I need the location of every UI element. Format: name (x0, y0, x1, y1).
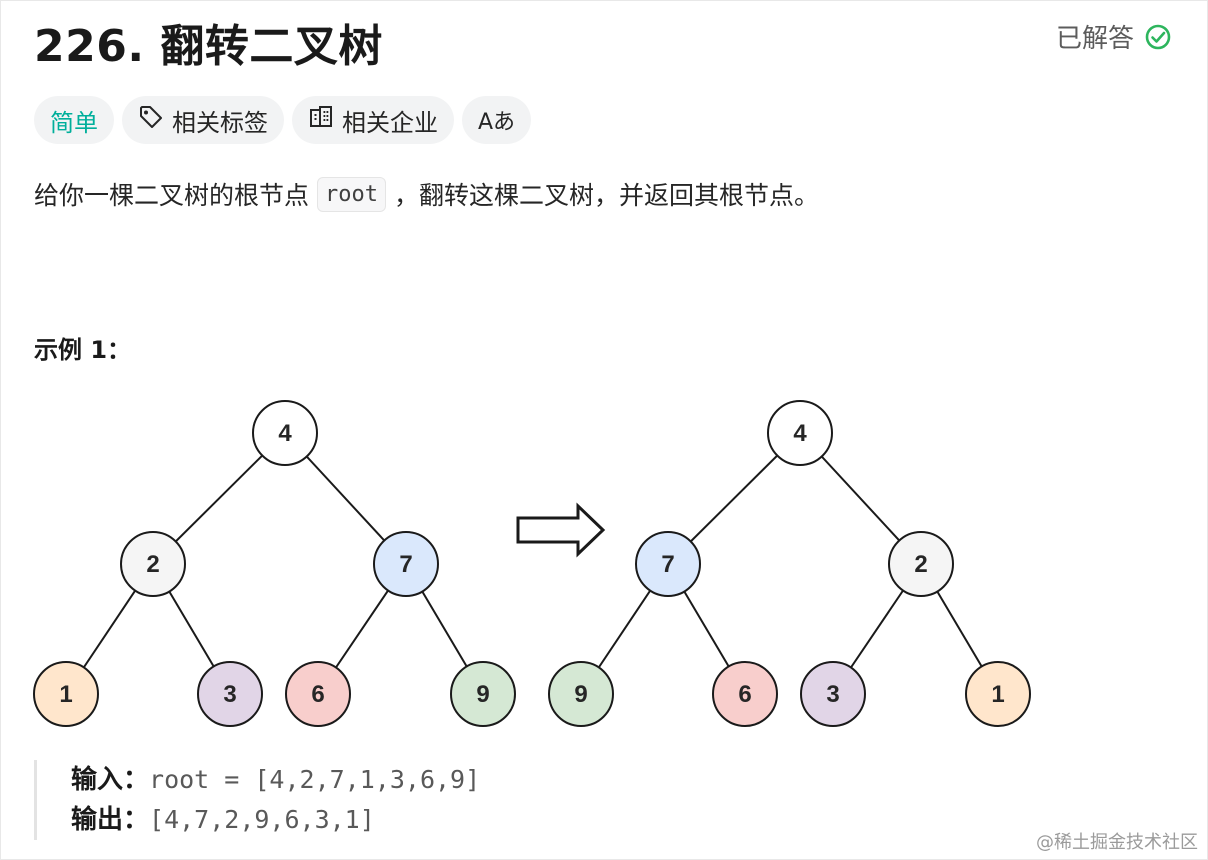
example-io-block: 输入：root = [4,2,7,1,3,6,9] 输出：[4,7,2,9,6,… (34, 760, 480, 840)
output-value: [4,7,2,9,6,3,1] (149, 805, 375, 834)
related-topics-label: 相关标签 (172, 108, 268, 137)
check-circle-icon (1144, 23, 1172, 51)
solved-status: 已解答 (1056, 18, 1172, 55)
solved-label: 已解答 (1055, 24, 1134, 54)
left-tree: 4 2 7 1 3 6 9 (33, 400, 516, 727)
node-label: 9 (574, 681, 587, 708)
problem-header: 226. 翻转二叉树 已解答 (34, 8, 1172, 72)
output-label: 输出： (71, 805, 150, 835)
tree-node (965, 661, 1031, 727)
tree-node (33, 661, 99, 727)
inline-code-root: root (317, 176, 386, 212)
right-tree: 4 7 2 9 6 3 1 (548, 400, 1031, 727)
node-label: 1 (991, 681, 1004, 708)
difficulty-label: 简单 (50, 108, 98, 137)
node-label: 6 (738, 681, 751, 708)
tree-node (252, 400, 318, 466)
example-input: 输入：root = [4,2,7,1,3,6,9] (71, 760, 480, 800)
node-label: 7 (399, 551, 412, 578)
difficulty-tag[interactable]: 简单 (34, 96, 114, 144)
node-label: 3 (826, 681, 839, 708)
related-companies-label: 相关企业 (342, 108, 438, 137)
watermark: @稀土掘金技术社区 (1036, 832, 1198, 853)
tag-icon (138, 104, 164, 136)
example-title: 示例 1： (34, 336, 132, 364)
node-label: 4 (793, 420, 807, 447)
tree-node (635, 531, 701, 597)
description-text-after: ，翻转这棵二叉树，并返回其根节点。 (394, 181, 820, 210)
tree-node (373, 531, 439, 597)
node-label: 3 (223, 681, 236, 708)
building-icon (308, 104, 334, 136)
tree-node (548, 661, 614, 727)
tree-diagram: 4 2 7 1 3 6 9 4 7 2 9 6 3 1 (33, 400, 1031, 727)
tree-node (197, 661, 263, 727)
tree-node (450, 661, 516, 727)
node-label: 7 (661, 551, 674, 578)
node-label: 4 (278, 420, 292, 447)
tree-node (800, 661, 866, 727)
node-label: 2 (146, 551, 159, 578)
translate-icon: Aあ (478, 110, 516, 135)
arrow-right-icon (516, 502, 606, 558)
input-label: 输入： (71, 765, 150, 795)
problem-description: 给你一棵二叉树的根节点 root ，翻转这棵二叉树，并返回其根节点。 (34, 176, 819, 212)
tree-node (888, 531, 954, 597)
node-label: 6 (311, 681, 324, 708)
example-output: 输出：[4,7,2,9,6,3,1] (71, 800, 480, 840)
tree-node (120, 531, 186, 597)
related-companies-button[interactable]: 相关企业 (292, 96, 454, 144)
description-text-before: 给你一棵二叉树的根节点 (34, 181, 310, 210)
node-label: 2 (914, 551, 927, 578)
tag-row: 简单 相关标签 相关企业 Aあ (34, 96, 532, 144)
tree-node (767, 400, 833, 466)
font-toggle-button[interactable]: Aあ (462, 96, 532, 144)
tree-node (712, 661, 778, 727)
input-value: root = [4,2,7,1,3,6,9] (149, 765, 481, 794)
node-label: 1 (59, 681, 72, 708)
node-label: 9 (476, 681, 489, 708)
tree-node (285, 661, 351, 727)
related-topics-button[interactable]: 相关标签 (122, 96, 284, 144)
problem-title: 226. 翻转二叉树 (34, 21, 383, 72)
